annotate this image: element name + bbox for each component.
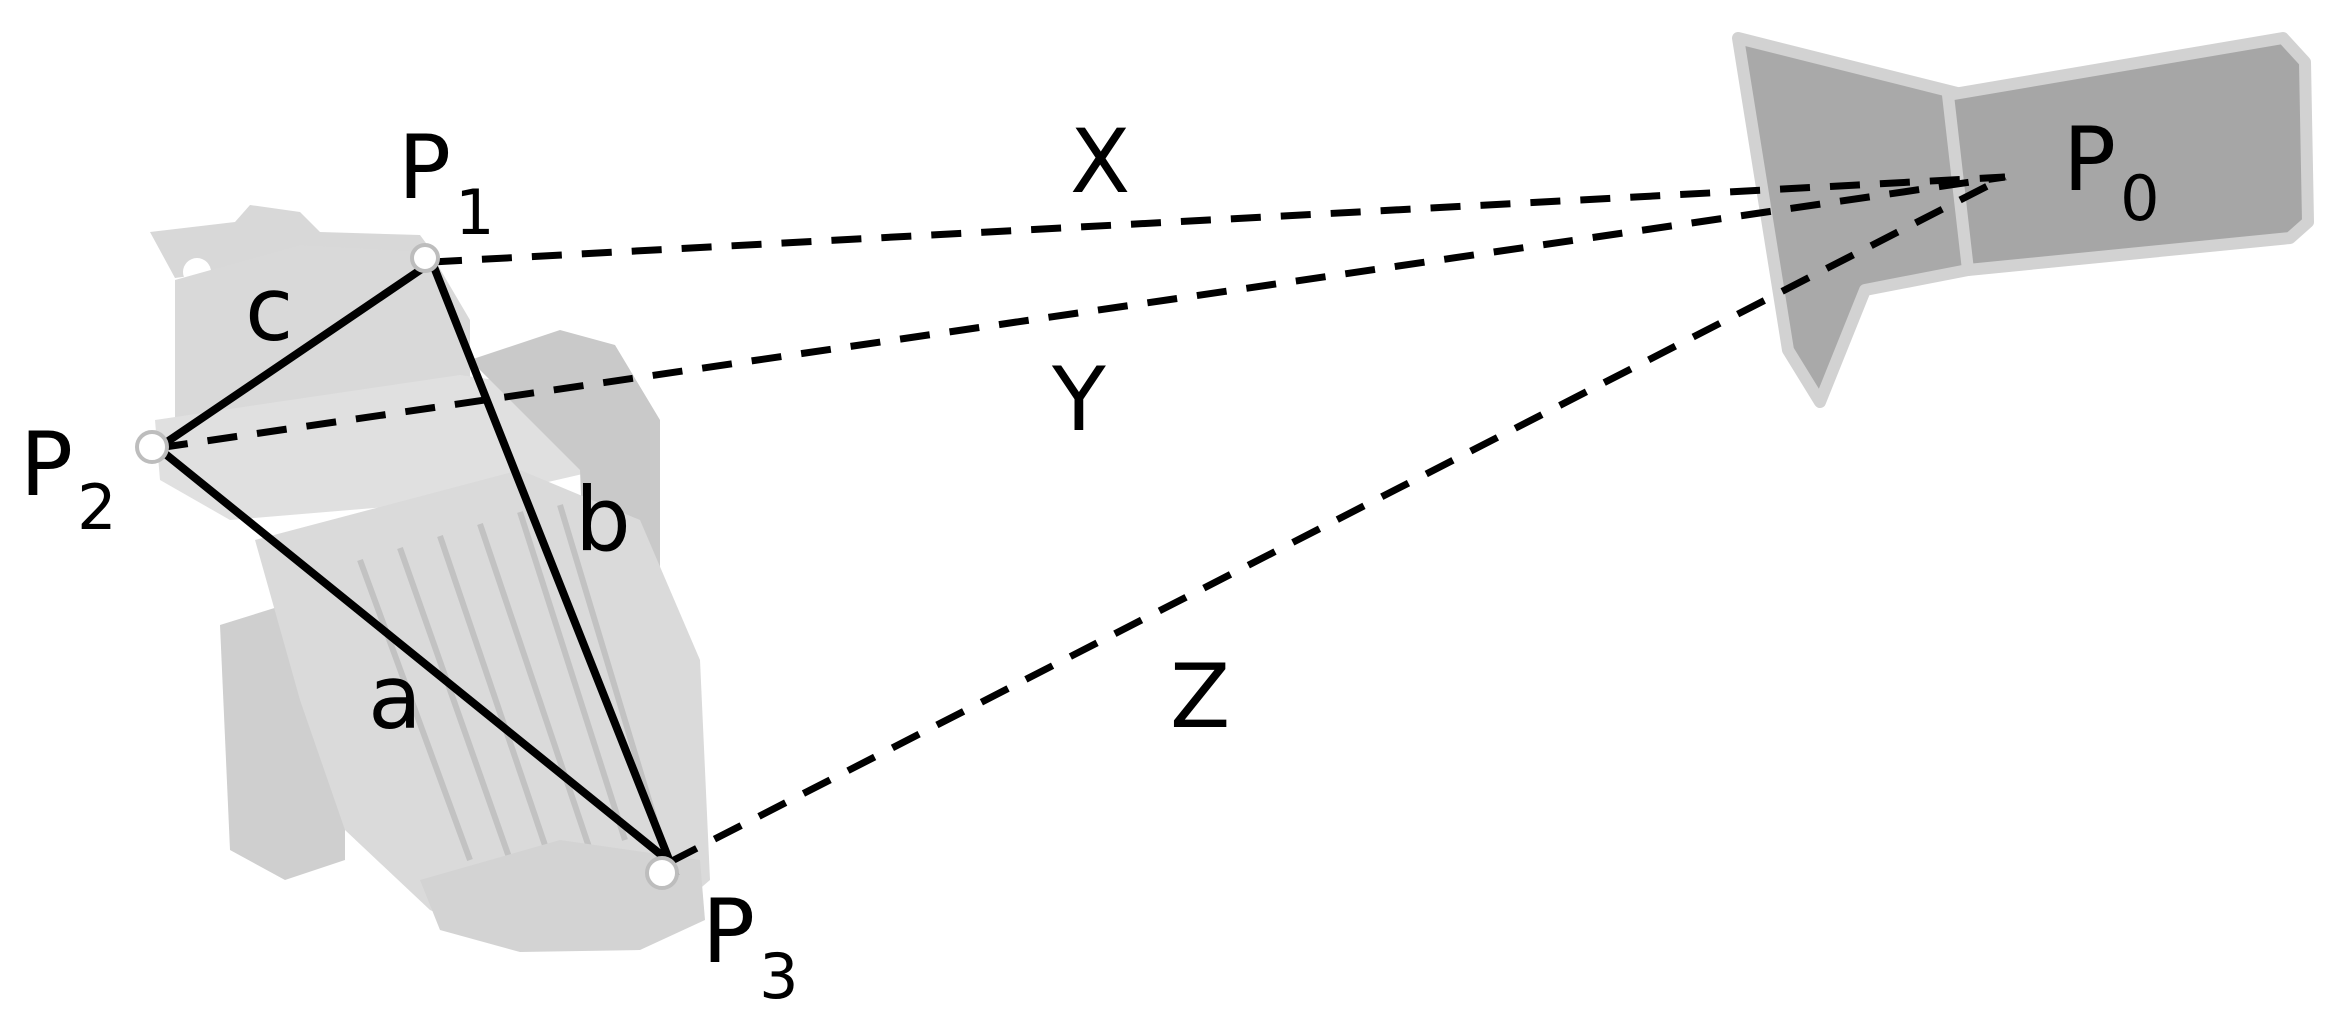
- label-p2-subscript: 2: [77, 471, 116, 544]
- label-p0-subscript: 0: [2120, 162, 2159, 235]
- label-side-c: c: [245, 258, 293, 361]
- triangle-p1-p2-p3: [151, 255, 680, 875]
- marker-p1: [410, 243, 440, 273]
- label-p3-subscript: 3: [759, 940, 798, 1013]
- motor-cooling-fins: [357, 504, 658, 862]
- point-markers: [135, 243, 679, 890]
- sensor-body: [1942, 32, 2314, 276]
- label-p1-letter: P: [398, 116, 451, 219]
- label-p1-subscript: 1: [455, 176, 494, 249]
- label-p0: P0: [2063, 108, 2160, 235]
- motor-object: [150, 205, 710, 952]
- label-p3-letter: P: [702, 880, 755, 983]
- label-p0-letter: P: [2063, 108, 2116, 211]
- label-p2: P2: [20, 413, 117, 544]
- distance-lines: [157, 173, 2007, 866]
- sensor-housing: [1732, 32, 2314, 408]
- label-p2-letter: P: [20, 413, 73, 516]
- label-y: Y: [1051, 348, 1106, 451]
- line-y: [157, 173, 2006, 452]
- label-p3: P3: [702, 880, 799, 1013]
- marker-p2: [135, 430, 169, 464]
- line-z: [668, 173, 2007, 866]
- motor-end-cap: [420, 840, 705, 952]
- label-z: Z: [1170, 645, 1230, 748]
- marker-p3: [645, 856, 679, 890]
- sensor-cone: [1732, 32, 1974, 408]
- label-p1: P1: [398, 116, 495, 249]
- label-side-b: b: [575, 468, 631, 571]
- label-side-a: a: [368, 646, 422, 749]
- line-x: [431, 173, 2006, 266]
- label-x: X: [1070, 110, 1130, 213]
